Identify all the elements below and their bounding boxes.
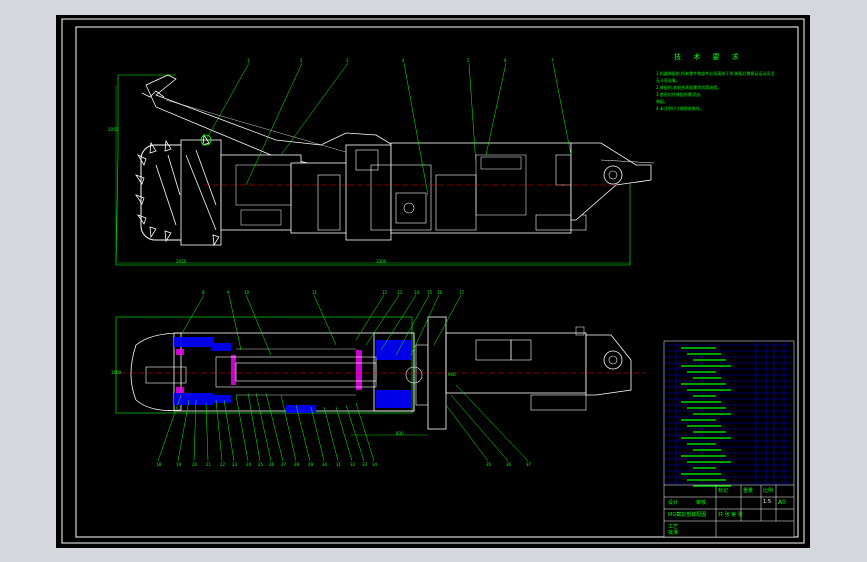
part-balloon: 28 — [294, 462, 300, 467]
tech-note-line: 4.未注明尺寸按图纸制作。 — [656, 106, 704, 111]
part-balloon: 9 — [227, 290, 230, 295]
part-balloon: 2 — [300, 58, 303, 63]
part-balloon: 5 — [467, 58, 470, 63]
part-balloon: 24 — [246, 462, 252, 467]
tb-mark: 标记 — [718, 488, 729, 494]
part-balloon: 34 — [372, 462, 378, 467]
dimension-label: 830 — [396, 431, 404, 436]
dimension-label: 900 — [448, 372, 456, 377]
part-balloon: 20 — [192, 462, 198, 467]
part-balloon: 1 — [247, 58, 250, 63]
part-balloon: 21 — [206, 462, 212, 467]
part-balloon: 14 — [414, 290, 420, 295]
tb-process: 工艺 — [668, 524, 679, 530]
part-balloon: 31 — [336, 462, 342, 467]
dimension-label: 3300 — [376, 259, 387, 264]
tb-weight: 重量 — [743, 488, 754, 494]
part-balloon: 12 — [382, 290, 388, 295]
tb-size: A0 — [778, 499, 786, 506]
tech-requirements-title: 技 术 要 求 — [674, 53, 744, 61]
part-balloon: 7 — [551, 58, 554, 63]
dimension-label: 2050 — [108, 127, 119, 132]
part-balloon: 3 — [346, 58, 349, 63]
tech-note-line: 3.各密封件装配前需浸油, — [656, 92, 702, 97]
part-balloon: 10 — [244, 290, 250, 295]
drawing-canvas — [61, 18, 805, 544]
section-plan-view — [115, 294, 646, 462]
title-block — [663, 340, 795, 538]
part-balloon: 18 — [156, 462, 162, 467]
cad-viewport[interactable]: 技 术 要 求 1.机器装配前,所有零件和部件必须清洗干净,装配后需保证运动灵活… — [56, 15, 810, 548]
part-balloon: 11 — [312, 290, 318, 295]
part-balloon: 23 — [232, 462, 238, 467]
inner-frame — [75, 26, 799, 538]
tech-note-line: 无卡死现象。 — [656, 78, 680, 83]
part-balloon: 32 — [350, 462, 356, 467]
tech-note-line: 1.机器装配前,所有零件和部件必须清洗干净,装配后需保证运动灵活, — [656, 71, 776, 76]
part-balloon: 22 — [220, 462, 226, 467]
part-balloon: 19 — [176, 462, 182, 467]
part-balloon: 29 — [308, 462, 314, 467]
tb-review: 审核 — [696, 500, 707, 506]
part-balloon: 37 — [526, 462, 532, 467]
outer-frame — [61, 18, 805, 544]
tb-scale-value: 1:5 — [763, 499, 772, 505]
part-balloon: 16 — [437, 290, 443, 295]
tb-sheet: 共 张 第 张 — [718, 512, 743, 518]
part-balloon: 13 — [397, 290, 403, 295]
part-balloon: 26 — [269, 462, 275, 467]
part-balloon: 36 — [506, 462, 512, 467]
part-balloon: 8 — [202, 290, 205, 295]
tech-note-line: 装配。 — [656, 99, 668, 104]
part-balloon: 35 — [486, 462, 492, 467]
side-elevation-view — [115, 62, 655, 266]
cutting-drum — [134, 133, 222, 247]
tb-approve: 批准 — [668, 530, 679, 536]
part-balloon: 27 — [281, 462, 287, 467]
tech-note-line: 2.装配时,各配合表面需涂润滑油脂。 — [656, 85, 722, 90]
drawing-name: MG截割部装配图 — [668, 512, 707, 518]
dimension-label: 1500 — [111, 370, 122, 375]
part-balloon: 17 — [459, 290, 465, 295]
part-balloon: 6 — [504, 58, 507, 63]
part-balloon: 4 — [402, 58, 405, 63]
dimension-label: 2050 — [176, 259, 187, 264]
part-balloon: 30 — [322, 462, 328, 467]
part-balloon: 25 — [258, 462, 264, 467]
tb-design: 设计 — [668, 500, 679, 506]
part-balloon: 15 — [427, 290, 433, 295]
tb-scale-label: 比例 — [763, 488, 774, 494]
part-balloon: 33 — [362, 462, 368, 467]
motor-housing — [390, 142, 572, 234]
